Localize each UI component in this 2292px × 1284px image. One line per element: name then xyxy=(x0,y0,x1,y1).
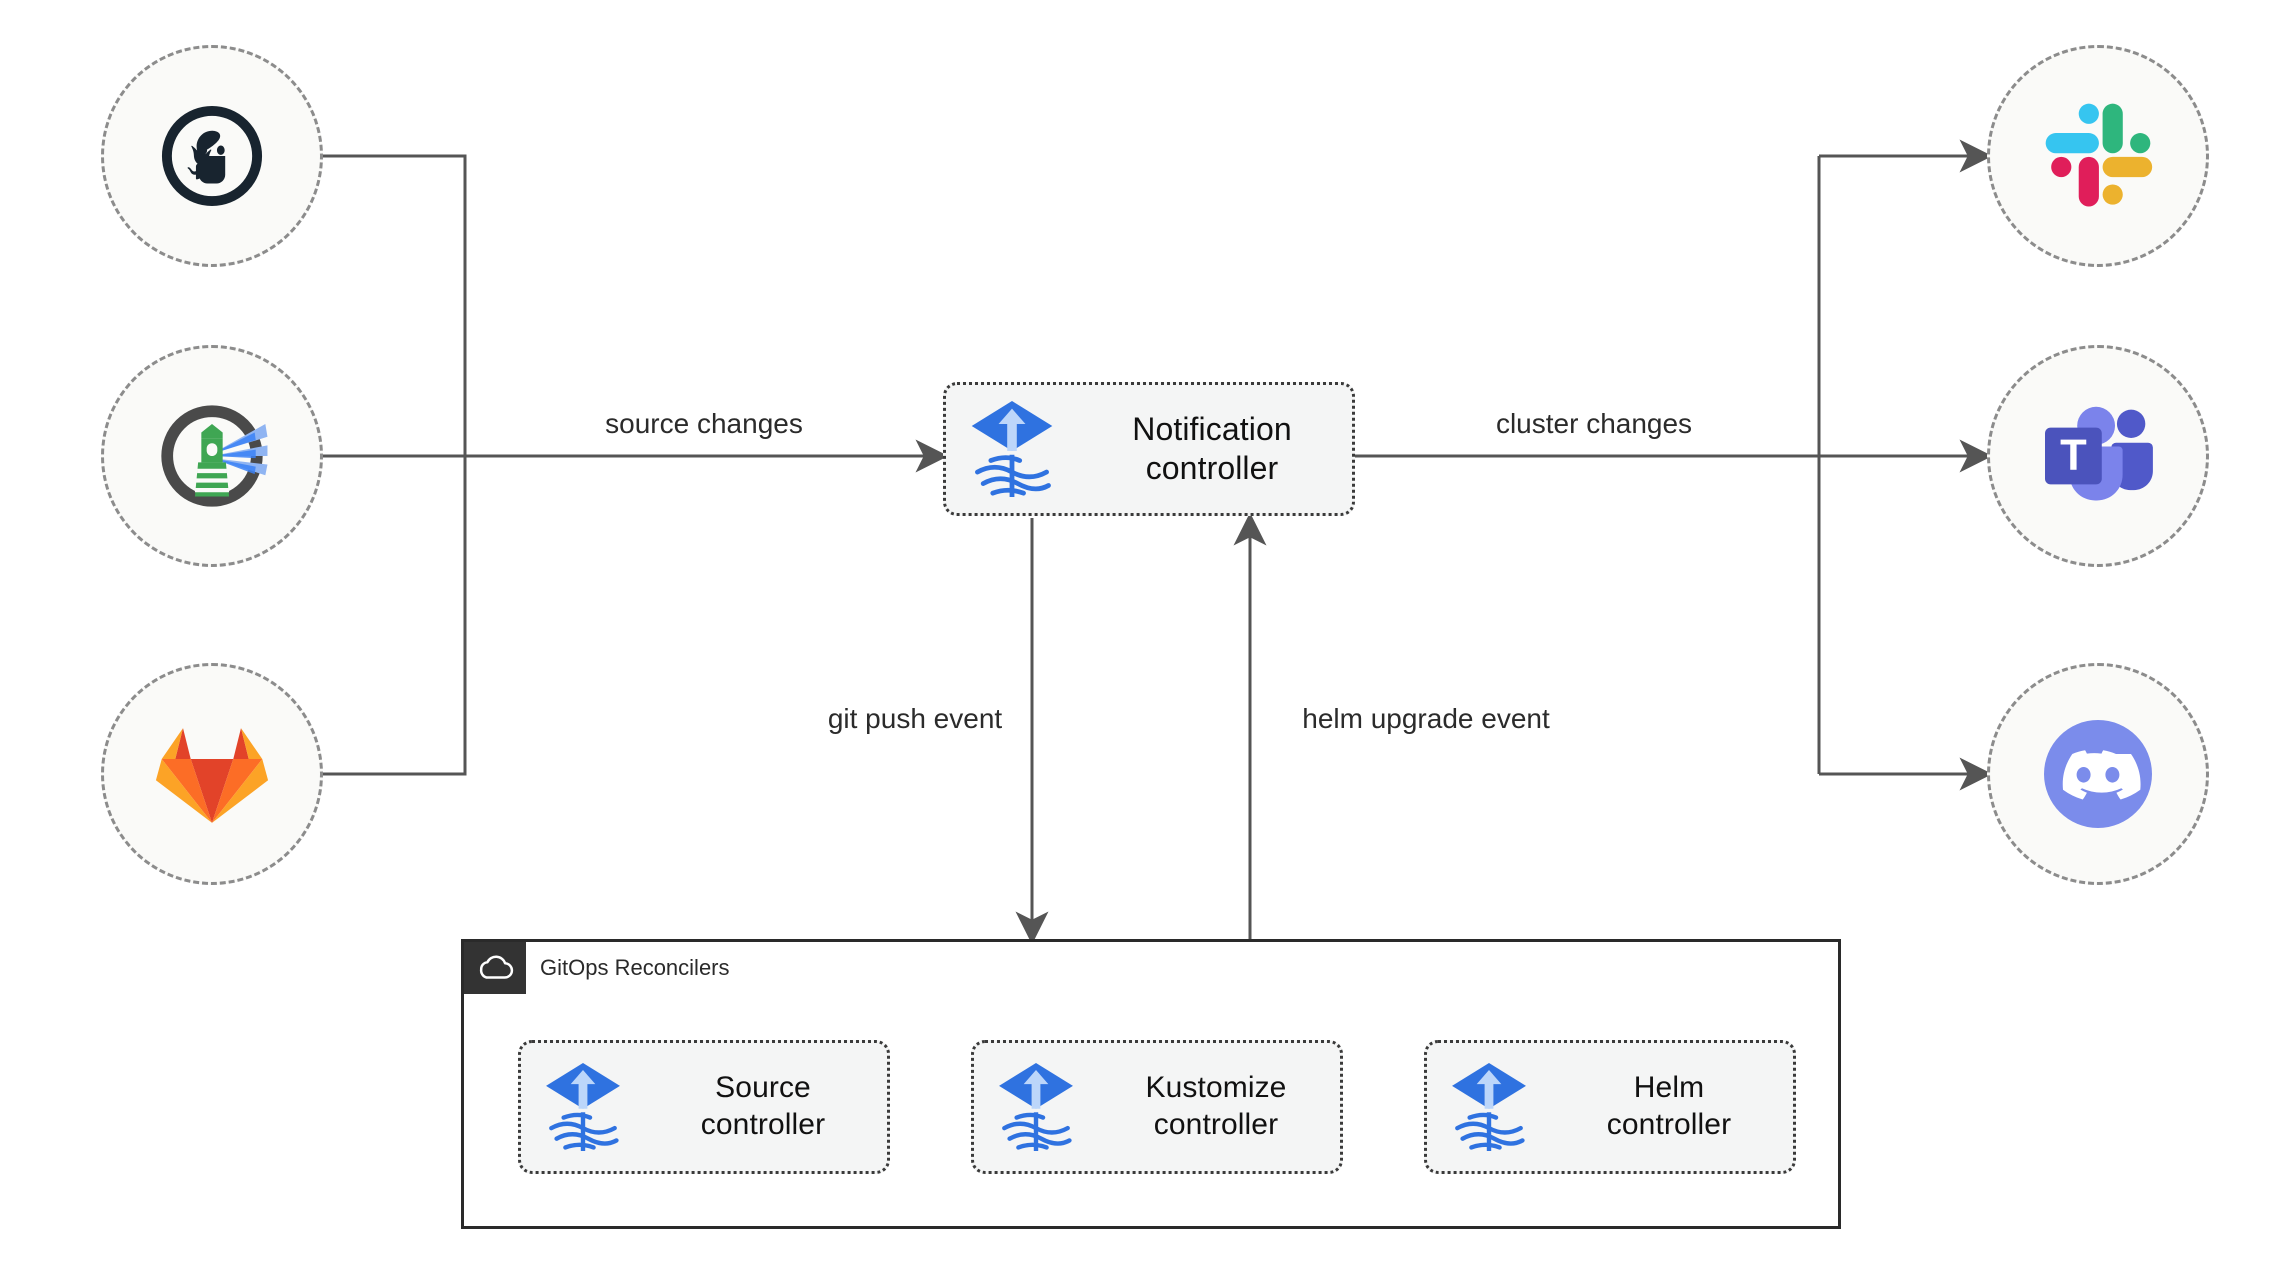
gitlab-icon xyxy=(155,728,269,823)
github-icon xyxy=(161,105,263,207)
gitops-reconcilers-title: GitOps Reconcilers xyxy=(540,955,730,980)
target-node-slack[interactable] xyxy=(1987,45,2209,267)
source-node-flux[interactable] xyxy=(101,345,323,567)
label-line-2: controller xyxy=(1153,1108,1279,1141)
target-node-teams[interactable]: T xyxy=(1987,345,2209,567)
helm-controller-label: Helm controller xyxy=(1551,1070,1793,1143)
helm-controller-node[interactable]: Helm controller xyxy=(1424,1040,1796,1174)
svg-text:T: T xyxy=(2060,431,2087,479)
edge-label-cluster-changes: cluster changes xyxy=(1485,405,1703,443)
source-controller-node[interactable]: Source controller xyxy=(518,1040,890,1174)
gitops-reconcilers-header: GitOps Reconcilers xyxy=(464,942,730,994)
label-line-2: controller xyxy=(1606,1108,1732,1141)
gitops-reconcilers-container: GitOps Reconcilers xyxy=(461,939,1841,1229)
label-line-2: controller xyxy=(700,1108,826,1141)
label-line-1: Helm xyxy=(1633,1071,1705,1105)
label-line-2: controller xyxy=(1145,450,1279,486)
edge-label-git-push-event: git push event xyxy=(817,700,1013,738)
label-line-1: Kustomize xyxy=(1145,1071,1287,1105)
notification-controller-node[interactable]: Notification controller xyxy=(943,382,1355,516)
flux-logo-icon xyxy=(946,397,1078,501)
edge-label-helm-upgrade-event: helm upgrade event xyxy=(1292,700,1560,738)
kustomize-controller-label: Kustomize controller xyxy=(1098,1070,1340,1143)
cloud-icon xyxy=(464,942,526,994)
target-node-discord[interactable] xyxy=(1987,663,2209,885)
flux-logo-icon xyxy=(974,1059,1098,1155)
source-node-gitlab[interactable] xyxy=(101,663,323,885)
flux-logo-icon xyxy=(521,1059,645,1155)
discord-icon xyxy=(2044,720,2152,828)
label-line-1: Source xyxy=(715,1071,811,1105)
source-controller-label: Source controller xyxy=(645,1070,887,1143)
microsoft-teams-icon: T xyxy=(2045,406,2153,501)
label-line-1: Notification xyxy=(1132,410,1292,447)
flux-lighthouse-icon xyxy=(161,405,268,507)
slack-icon xyxy=(2045,103,2153,207)
notification-controller-label: Notification controller xyxy=(1078,410,1352,488)
kustomize-controller-node[interactable]: Kustomize controller xyxy=(971,1040,1343,1174)
edge-label-source-changes: source changes xyxy=(595,405,813,443)
flux-logo-icon xyxy=(1427,1059,1551,1155)
source-node-github[interactable] xyxy=(101,45,323,267)
